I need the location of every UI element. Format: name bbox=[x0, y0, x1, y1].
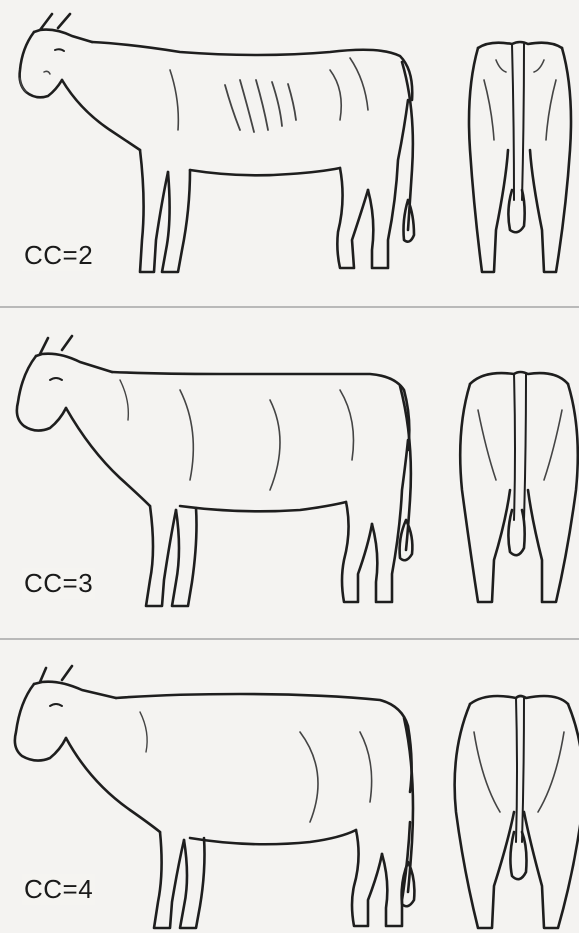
panel-divider bbox=[0, 306, 579, 308]
panel-cc-2: CC=2 bbox=[0, 0, 579, 305]
panel-cc-4: CC=4 bbox=[0, 642, 579, 933]
condition-score-label: CC=2 bbox=[22, 240, 95, 271]
cow-side-view-moderate bbox=[17, 336, 413, 606]
condition-score-label: CC=3 bbox=[22, 568, 95, 599]
cow-side-view-thin bbox=[20, 14, 414, 272]
cow-rear-view-moderate bbox=[460, 372, 578, 602]
cow-rear-view-fleshy bbox=[455, 696, 579, 928]
condition-score-label: CC=4 bbox=[22, 874, 95, 905]
panel-cc-3: CC=3 bbox=[0, 310, 579, 638]
panel-divider bbox=[0, 638, 579, 640]
cow-rear-view-thin bbox=[469, 42, 571, 272]
